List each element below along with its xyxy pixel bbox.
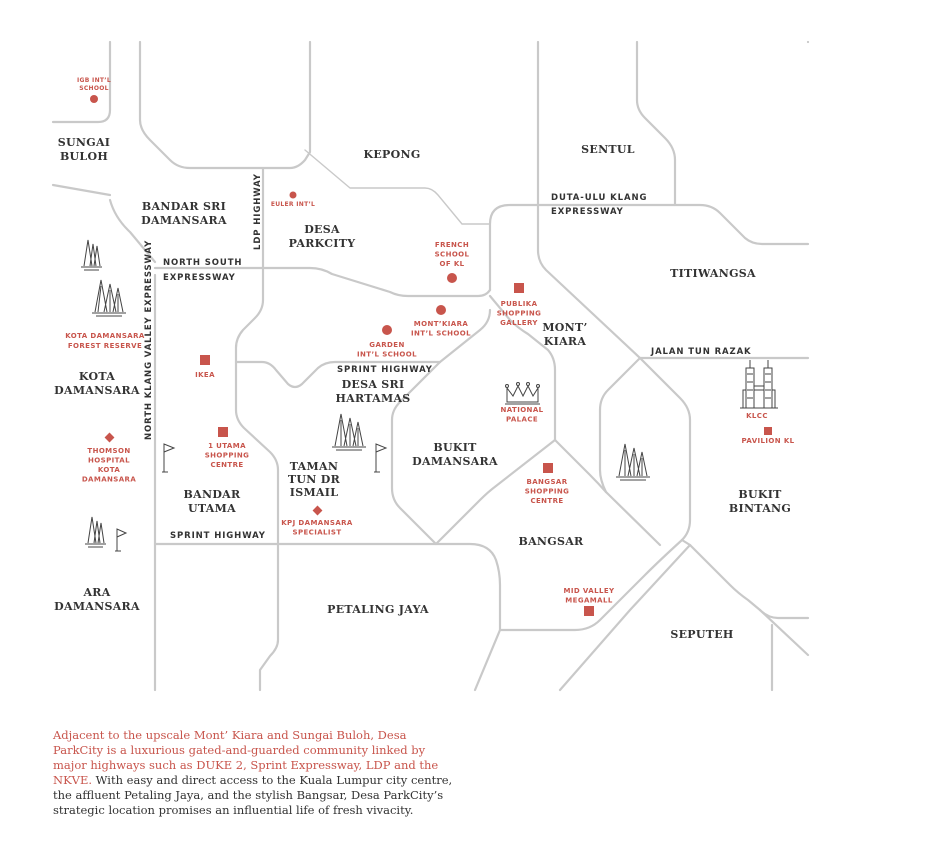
area-label-bangsar: BANGSAR	[518, 535, 584, 548]
forest-icon	[616, 443, 650, 481]
road-label-sprint-1: SPRINT HIGHWAY	[337, 365, 433, 375]
forest-icon	[332, 413, 366, 451]
igb-marker	[90, 95, 98, 103]
publika-marker	[514, 283, 524, 293]
kpj-marker	[312, 505, 323, 516]
poi-label-klcc: KLCC	[746, 412, 768, 420]
road-network	[51, 40, 810, 692]
description-caption: Adjacent to the upscale Mont’ Kiara and …	[53, 728, 453, 818]
area-label-mont-kiara: MONT’KIARA	[542, 321, 587, 348]
road-label-ldp: LDP HIGHWAY	[253, 173, 263, 250]
forest-icon	[92, 279, 126, 317]
thomson-marker	[104, 432, 115, 443]
pavilion-marker	[764, 427, 772, 435]
caption-accent-text: Adjacent to the upscale Mont’ Kiara and …	[53, 728, 439, 787]
forest-icon	[81, 239, 102, 271]
area-label-seputeh: SEPUTEH	[670, 628, 733, 641]
twin-towers-icon	[740, 360, 778, 409]
road-label-sprint-2: SPRINT HIGHWAY	[170, 531, 266, 541]
road-label-jalan-tun-razak: JALAN TUN RAZAK	[650, 347, 752, 357]
mid-valley-marker	[584, 606, 594, 616]
palace-crown-icon	[505, 382, 540, 405]
golf-flag-icon	[115, 528, 128, 552]
bangsar-sc-marker	[543, 463, 553, 473]
french-school-marker	[447, 273, 457, 283]
poi-label-ikea: IKEA	[195, 371, 215, 379]
ikea-marker	[200, 355, 210, 365]
forest-icon	[85, 516, 106, 548]
area-label-kepong: KEPONG	[363, 148, 420, 161]
golf-flag-icon	[162, 443, 176, 473]
poi-label-euler: EULER INT’L	[271, 201, 315, 208]
euler-marker	[289, 191, 297, 199]
poi-markers	[90, 95, 772, 616]
road-label-nkve: NORTH KLANG VALLEY EXPRESSWAY	[144, 240, 154, 440]
area-label-petaling-jaya: PETALING JAYA	[327, 603, 429, 616]
caption-body-text: With easy and direct access to the Kuala…	[53, 773, 453, 817]
golf-flag-icon	[374, 443, 388, 473]
montkiara-school-marker	[436, 305, 446, 315]
icons	[81, 239, 778, 552]
one-utama-marker	[218, 427, 228, 437]
poi-label-pavilion: PAVILION KL	[741, 437, 794, 445]
garden-school-marker	[382, 325, 392, 335]
area-label-titiwangsa: TITIWANGSA	[670, 267, 756, 280]
area-label-sentul: SENTUL	[581, 143, 635, 156]
